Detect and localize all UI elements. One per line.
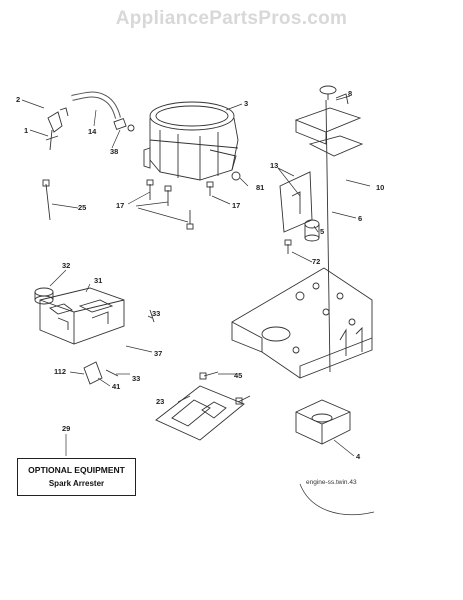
leader-lines — [21, 95, 375, 516]
callout-13: 13 — [270, 161, 278, 170]
callout-3: 3 — [244, 99, 248, 108]
dipstick-assembly — [45, 107, 69, 151]
callout-17a: 17 — [116, 201, 124, 210]
callout-6: 6 — [358, 214, 362, 223]
callout-112: 112 — [54, 367, 66, 376]
pulley — [295, 399, 351, 445]
callout-32: 32 — [62, 261, 70, 270]
callout-14: 14 — [88, 127, 97, 136]
callout-45: 45 — [234, 371, 242, 380]
guard-plate — [155, 385, 245, 441]
callout-31: 31 — [94, 276, 102, 285]
callout-33a: 33 — [152, 309, 160, 318]
dipstick-25 — [42, 179, 51, 221]
callout-23: 23 — [156, 397, 164, 406]
callout-29: 29 — [62, 424, 70, 433]
mounting-plate — [231, 267, 373, 379]
engine — [143, 101, 241, 181]
drawing-reference: engine-ss.twin.43 — [306, 479, 357, 486]
callout-10: 10 — [376, 183, 384, 192]
callout-81: 81 — [256, 183, 264, 192]
watermark: AppliancePartsPros.com — [115, 8, 348, 29]
callout-5: 5 — [320, 227, 324, 236]
tank-bracket — [83, 361, 119, 385]
callout-25: 25 — [78, 203, 86, 212]
shaft-assembly — [279, 85, 364, 373]
callout-38: 38 — [110, 147, 118, 156]
fuel-cap — [34, 287, 54, 305]
spark-arrester-label: Spark Arrester — [48, 479, 105, 488]
optional-equipment-box: OPTIONAL EQUIPMENT Spark Arrester — [17, 458, 136, 496]
callout-1: 1 — [24, 126, 28, 135]
callout-8: 8 — [348, 89, 352, 98]
clip-33 — [149, 309, 155, 323]
callout-72: 72 — [312, 257, 320, 266]
callout-37: 37 — [154, 349, 162, 358]
callout-17b: 17 — [232, 201, 240, 210]
fuel-tank — [39, 287, 125, 345]
callout-4: 4 — [356, 452, 361, 461]
fittings-38 — [113, 117, 135, 132]
callouts: 2 1 14 38 3 81 17 17 25 8 10 13 6 5 72 3… — [16, 89, 384, 461]
callout-41: 41 — [112, 382, 120, 391]
bolts-45 — [199, 371, 251, 405]
callout-33b: 33 — [132, 374, 140, 383]
oil-fill-tube — [71, 91, 121, 119]
optional-equipment-title: OPTIONAL EQUIPMENT — [28, 465, 125, 475]
engine-bolts — [146, 179, 214, 230]
callout-2: 2 — [16, 95, 20, 104]
